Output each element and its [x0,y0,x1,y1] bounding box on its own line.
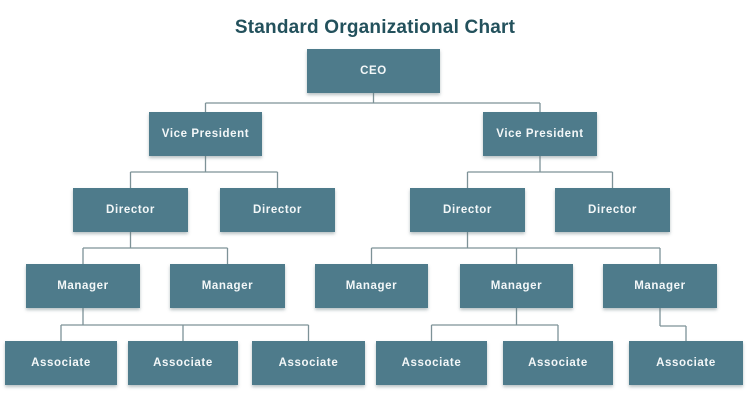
org-node-label: Director [443,204,492,216]
org-node-label: Director [106,204,155,216]
org-node-manager-5: Manager [603,264,717,308]
org-node-label: Associate [528,357,588,369]
org-node-associate-2: Associate [128,341,238,385]
org-node-director-4: Director [555,188,670,232]
org-node-label: Manager [490,280,543,292]
org-node-associate-4: Associate [376,341,487,385]
org-node-vp-2: Vice President [483,112,597,156]
org-node-associate-5: Associate [503,341,613,385]
org-node-director-3: Director [410,188,525,232]
org-node-label: Vice President [161,128,250,140]
org-node-associate-6: Associate [629,341,743,385]
org-node-label: Manager [201,280,254,292]
org-node-label: CEO [360,65,387,77]
org-node-ceo: CEO [307,49,440,93]
org-node-label: Vice President [496,128,584,140]
org-node-label: Manager [345,280,398,292]
org-node-label: Director [588,204,637,216]
org-node-label: Manager [57,280,109,292]
org-node-label: Associate [153,357,213,369]
org-node-label: Director [253,204,302,216]
org-node-manager-1: Manager [26,264,140,308]
org-node-associate-1: Associate [5,341,117,385]
org-node-label: Associate [401,357,462,369]
org-node-associate-3: Associate [252,341,365,385]
page-title: Standard Organizational Chart [234,17,516,38]
org-node-label: Associate [278,357,339,369]
org-node-director-1: Director [73,188,188,232]
org-node-manager-2: Manager [170,264,285,308]
org-node-label: Manager [634,280,686,292]
org-node-manager-3: Manager [315,264,428,308]
org-node-label: Associate [31,357,91,369]
org-node-vp-1: Vice President [149,112,262,156]
org-node-manager-4: Manager [460,264,573,308]
org-node-label: Associate [656,357,716,369]
org-node-director-2: Director [220,188,335,232]
